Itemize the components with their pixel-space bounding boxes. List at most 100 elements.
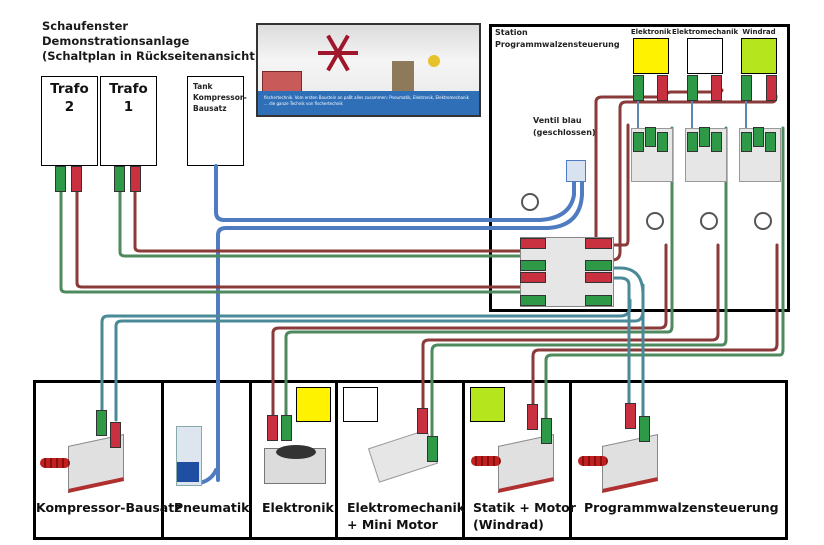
valve-label-1: Ventil blau <box>533 116 582 125</box>
wire-red <box>271 243 668 420</box>
title-line-2: (Schaltplan in Rückseitenansicht) <box>42 49 261 63</box>
tank-label-3: Bausatz <box>193 104 227 113</box>
wire-red <box>75 190 527 289</box>
station-square-windrad <box>741 38 777 74</box>
station-title: Station Programmwalzensteuerung <box>495 27 620 51</box>
wire-green <box>544 126 785 422</box>
wire-green <box>59 190 527 294</box>
module-divider <box>462 380 465 540</box>
wire-red <box>531 243 779 410</box>
plug-green <box>281 415 292 441</box>
cam-icon <box>646 212 664 230</box>
switch-label-elektromechanik: Elektromechanik <box>672 28 739 36</box>
trafo-2-box: Trafo 2 <box>41 76 98 166</box>
plug-green <box>585 260 612 271</box>
worm-gear-icon <box>471 456 501 466</box>
plug-red <box>520 238 546 249</box>
photo-lamp <box>428 55 440 67</box>
valve-icon <box>566 160 586 182</box>
plug-green <box>687 75 698 101</box>
module-color-elektronik <box>296 387 331 422</box>
trafo-1-number: 1 <box>123 99 134 115</box>
plug-red <box>766 75 777 101</box>
modules-frame <box>33 380 788 540</box>
plug-red <box>71 166 82 192</box>
trafo-2-label: Trafo <box>50 81 89 97</box>
plug-green <box>711 132 722 152</box>
station-square-elektromechanik <box>687 38 723 74</box>
station-title-2: Programmwalzensteuerung <box>495 40 620 49</box>
plug-red <box>625 403 636 429</box>
station-square-elektronik <box>633 38 669 74</box>
plug-green <box>55 166 66 192</box>
plug-green <box>585 295 612 306</box>
plug-green <box>753 127 764 147</box>
plug-red <box>585 272 612 283</box>
wire-red <box>610 123 630 247</box>
plug-red <box>520 272 546 283</box>
plug-red <box>585 238 612 249</box>
air-tube <box>216 173 584 482</box>
module-divider <box>161 380 164 540</box>
wire-red <box>133 190 527 253</box>
electronics-module <box>264 448 326 484</box>
module-label-elektromechanik-2: + Mini Motor <box>347 517 438 532</box>
module-label-elektromechanik-1: Elektromechanik <box>347 500 466 515</box>
plug-green <box>427 436 438 462</box>
module-color-windrad <box>470 387 505 422</box>
valve-cam-icon <box>521 193 539 211</box>
worm-gear-icon <box>40 458 70 468</box>
plug-green <box>741 132 752 152</box>
plug-red <box>267 415 278 441</box>
cam-icon <box>700 212 718 230</box>
plug-green <box>639 416 650 442</box>
switch-label-windrad: Windrad <box>742 28 776 36</box>
plug-green <box>699 127 710 147</box>
plug-green <box>687 132 698 152</box>
module-label-programmwalze: Programmwalzensteuerung <box>584 500 779 515</box>
plug-green <box>765 132 776 152</box>
module-label-pneumatik: Pneumatik <box>174 500 250 515</box>
wire-green <box>284 126 674 420</box>
plug-red <box>657 75 668 101</box>
module-color-elektromechanik <box>343 387 378 422</box>
diagram-title: Schaufenster Demonstrationsanlage (Schal… <box>42 19 262 64</box>
valve-label-2: (geschlossen) <box>533 128 596 137</box>
station-title-1: Station <box>495 28 528 37</box>
plug-red <box>711 75 722 101</box>
plug-red <box>417 408 428 434</box>
module-label-statik-1: Statik + Motor <box>473 500 576 515</box>
plug-red <box>527 404 538 430</box>
module-divider <box>335 380 338 540</box>
wire-red <box>421 243 720 410</box>
plug-green <box>645 127 656 147</box>
station-frame <box>489 24 790 312</box>
plug-green <box>741 75 752 101</box>
trafo-2-number: 2 <box>64 99 75 115</box>
plug-red <box>130 166 141 192</box>
plug-green <box>541 418 552 444</box>
plug-green <box>633 132 644 152</box>
worm-gear-icon <box>578 456 608 466</box>
air-tube <box>214 164 576 222</box>
plug-green <box>520 260 546 271</box>
plug-green <box>520 295 546 306</box>
module-divider <box>249 380 252 540</box>
pneumatic-piston <box>177 462 199 482</box>
module-label-kompressor: Kompressor-Bausatz <box>36 500 182 515</box>
module-label-statik: Statik + Motor (Windrad) <box>473 499 576 533</box>
tank-label-1: Tank <box>193 82 213 91</box>
plug-red <box>110 422 121 448</box>
plug-green <box>114 166 125 192</box>
switch-label-elektronik: Elektronik <box>630 28 672 36</box>
display-photo: fischertechnik. Vom ersten Baustein an p… <box>256 23 481 117</box>
plug-green <box>633 75 644 101</box>
plug-green <box>657 132 668 152</box>
title-line-1: Schaufenster Demonstrationsanlage <box>42 19 190 48</box>
photo-banner: fischertechnik. Vom ersten Baustein an p… <box>258 91 479 115</box>
plug-green <box>96 410 107 436</box>
module-label-statik-2: (Windrad) <box>473 517 544 532</box>
cam-icon <box>754 212 772 230</box>
